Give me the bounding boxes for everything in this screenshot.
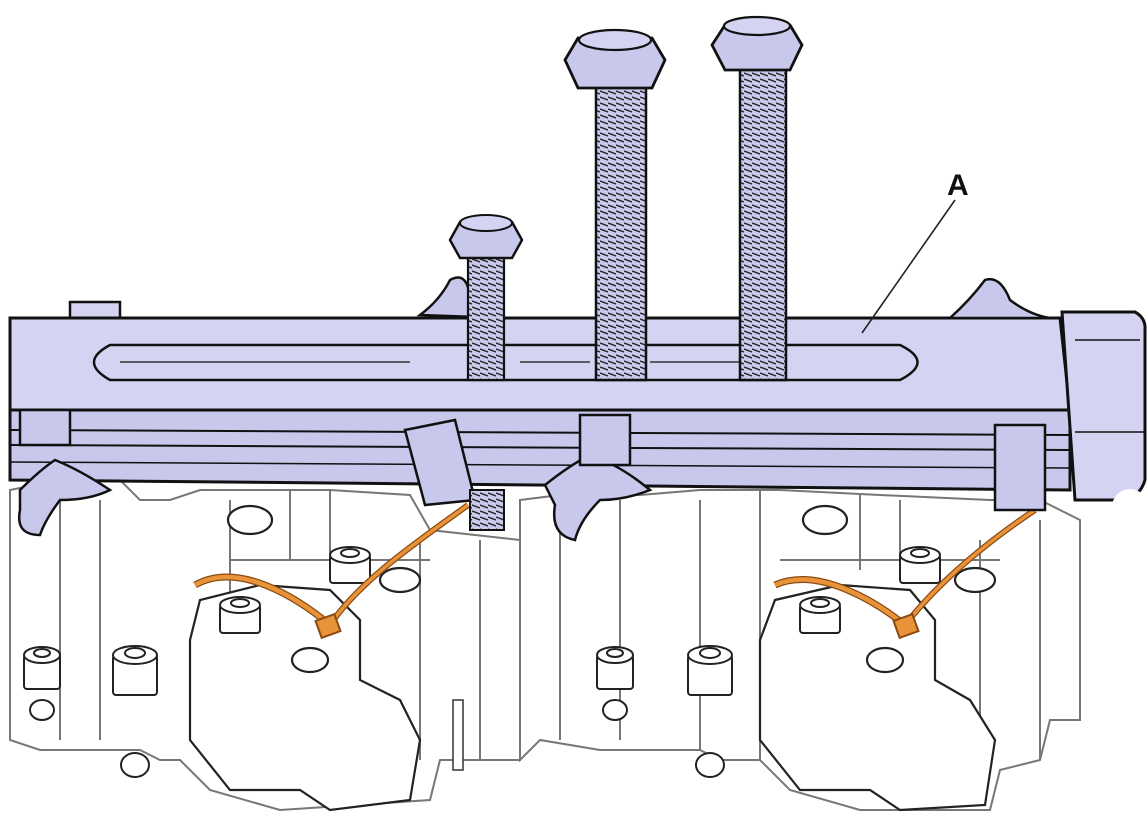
push-rod xyxy=(452,699,464,771)
hold-down-clip xyxy=(18,408,1047,512)
orange-cable-tie-right xyxy=(773,507,1037,640)
tool-bar-a xyxy=(8,300,1147,525)
bolt-long-middle xyxy=(563,28,667,382)
rocker-pedestal-left xyxy=(188,504,422,812)
nut xyxy=(23,546,941,778)
star-knob xyxy=(17,276,1051,542)
callout-leader-line xyxy=(861,199,956,334)
rocker-pedestal-right xyxy=(758,504,997,812)
bolt-long-right xyxy=(710,15,804,382)
bolt-short xyxy=(448,214,524,531)
orange-cable-tie-left xyxy=(193,502,470,640)
callout-label-a: A xyxy=(947,169,969,202)
